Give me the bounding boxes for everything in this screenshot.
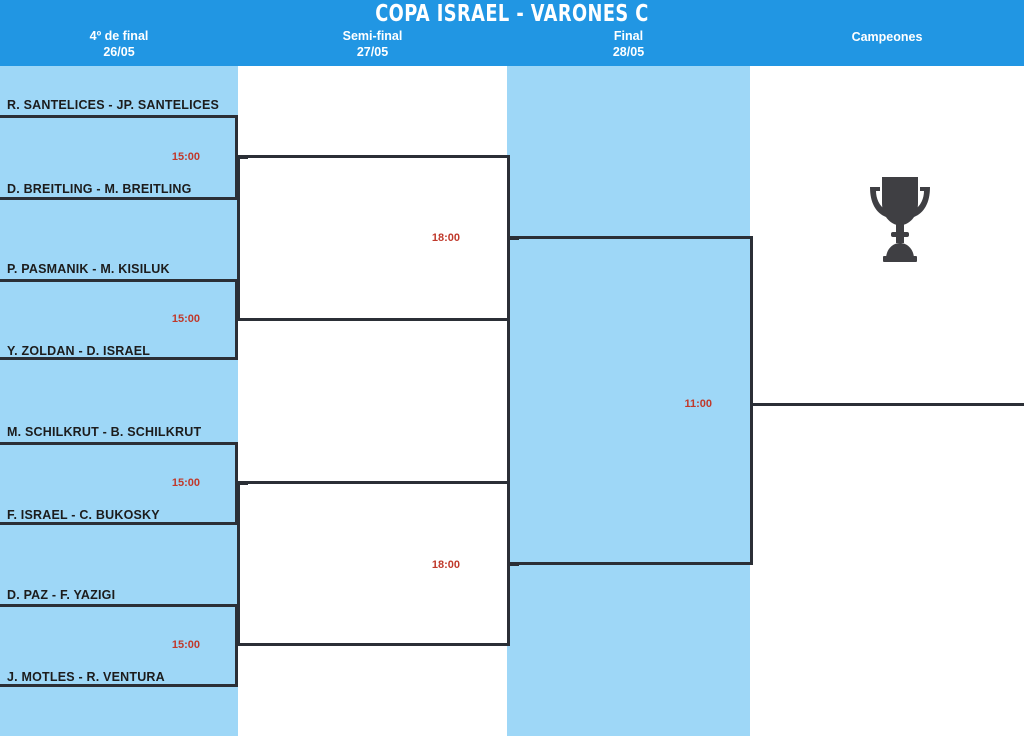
column-header-final: Final 28/05 [507, 28, 750, 60]
column-header-quarterfinal-date: 26/05 [103, 45, 135, 59]
qf-match-4-time: 15:00 [171, 639, 200, 651]
qf-match-2-bottom-team: Y. ZOLDAN - D. ISRAEL [7, 344, 151, 358]
column-background-final [507, 66, 750, 736]
qf-match-1-top-team: R. SANTELICES - JP. SANTELICES [7, 98, 220, 112]
qf-match-1-bottom-team: D. BREITLING - M. BREITLING [7, 182, 192, 196]
column-header-quarterfinal: 4º de final 26/05 [0, 28, 238, 60]
qf-match-4-bottom-team: J. MOTLES - R. VENTURA [7, 670, 165, 684]
column-header-quarterfinal-label: 4º de final [89, 29, 149, 43]
qf-match-2-top-team: P. PASMANIK - M. KISILUK [7, 262, 170, 276]
column-header-final-date: 28/05 [612, 45, 645, 59]
qf-match-3-top-team: M. SCHILKRUT - B. SCHILKRUT [7, 425, 202, 439]
sf-match-2-time: 18:00 [431, 559, 460, 571]
final-match-box[interactable] [507, 236, 753, 565]
qf-match-3-time: 15:00 [171, 477, 200, 489]
qf-match-2-time: 15:00 [171, 313, 200, 325]
qf-match-1-box[interactable] [0, 115, 238, 200]
page-title: COPA ISRAEL - VARONES C [375, 1, 649, 27]
qf-match-3-box[interactable] [0, 442, 238, 525]
column-header-final-label: Final [613, 29, 644, 43]
column-background-quarterfinal [0, 66, 238, 736]
final-match-time: 11:00 [684, 398, 712, 410]
champion-connector [750, 403, 1024, 406]
qf-match-4-top-team: D. PAZ - F. YAZIGI [7, 588, 116, 602]
column-header-champions: Campeones [750, 29, 1024, 45]
sf-match-2-box[interactable] [237, 481, 510, 646]
qf-match-4-box[interactable] [0, 604, 238, 687]
column-header-semifinal-label: Semi-final [342, 29, 403, 43]
qf-match-3-bottom-team: F. ISRAEL - C. BUKOSKY [7, 508, 160, 522]
column-header-semifinal: Semi-final 27/05 [238, 28, 507, 60]
sf-match-1-time: 18:00 [431, 232, 460, 244]
column-header-semifinal-date: 27/05 [356, 45, 389, 59]
sf-match-1-box[interactable] [237, 155, 510, 321]
column-header-champions-label: Campeones [851, 30, 923, 44]
qf-match-1-time: 15:00 [171, 151, 200, 163]
qf-match-2-box[interactable] [0, 279, 238, 360]
trophy-icon [855, 163, 945, 263]
header-band [0, 0, 1024, 66]
column-background-semifinal [238, 66, 507, 736]
